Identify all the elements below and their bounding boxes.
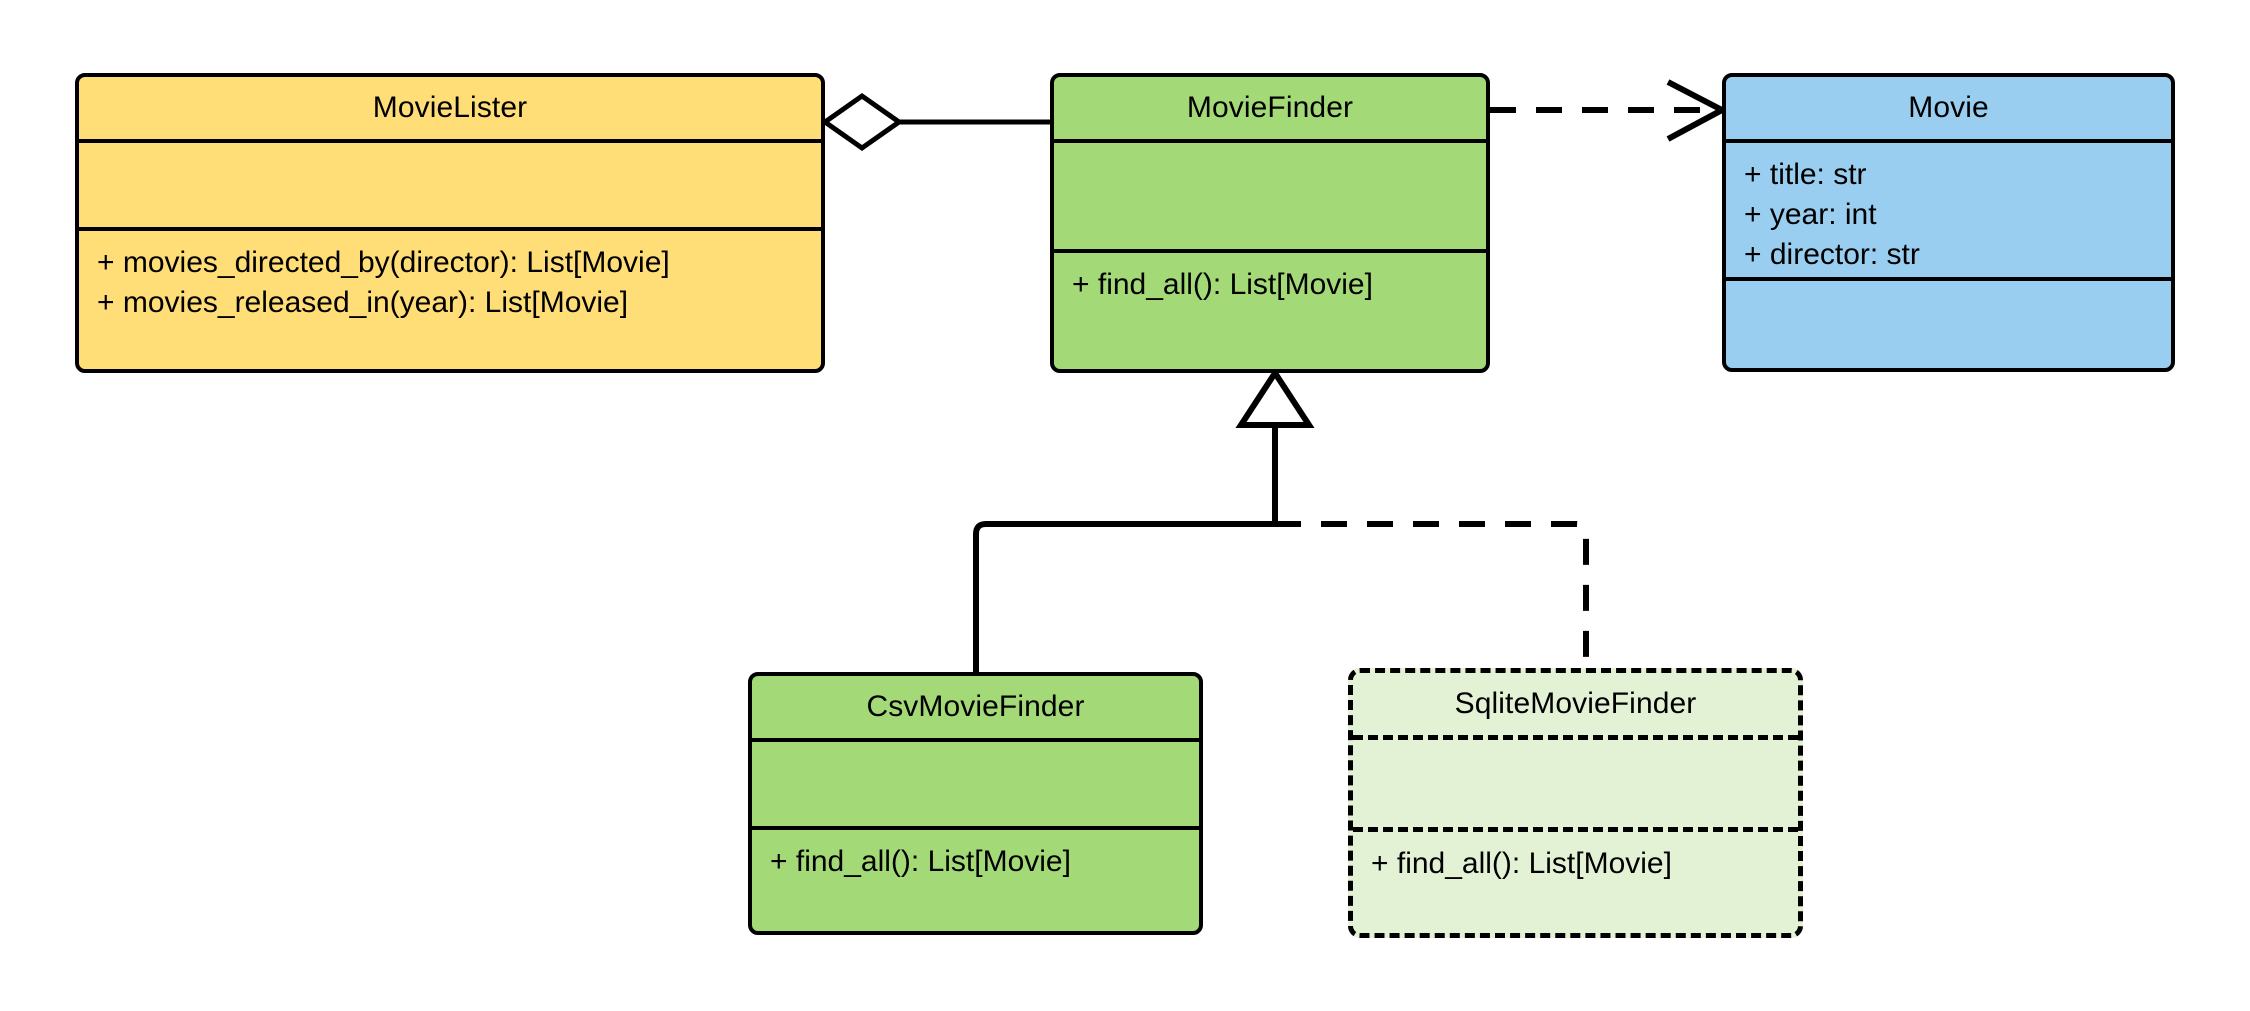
open-arrow-icon bbox=[1666, 79, 1729, 142]
attribute-item: + year: int bbox=[1744, 197, 1877, 231]
class-methods-movie bbox=[1726, 277, 2171, 368]
sqlite-branch-line bbox=[1275, 521, 1589, 668]
method-item: + find_all(): List[Movie] bbox=[1072, 268, 1373, 301]
edge-dependency-finder-movie bbox=[1490, 79, 1729, 142]
class-methods-movie-finder: + find_all(): List[Movie] bbox=[1054, 249, 1486, 369]
class-attributes-movie-lister bbox=[79, 139, 821, 227]
hollow-triangle-icon bbox=[1235, 367, 1315, 428]
edge-aggregation-lister-finder bbox=[820, 92, 1050, 152]
class-title-movie: Movie bbox=[1908, 91, 1989, 124]
csv-branch-line bbox=[973, 521, 1275, 672]
edge-realization-sqlite bbox=[1275, 521, 1589, 668]
class-methods-csv-movie-finder: + find_all(): List[Movie] bbox=[752, 826, 1199, 931]
class-box-movie-lister[interactable]: MovieLister + movies_directed_by(directo… bbox=[75, 73, 825, 373]
method-item: + find_all(): List[Movie] bbox=[770, 845, 1071, 878]
class-methods-sqlite-movie-finder: + find_all(): List[Movie] bbox=[1353, 827, 1798, 933]
class-methods-movie-lister: + movies_directed_by(director): List[Mov… bbox=[79, 227, 821, 369]
class-attributes-movie: + title: str + year: int + director: str bbox=[1726, 139, 2171, 277]
attribute-item: + title: str bbox=[1744, 158, 1867, 191]
class-title-sqlite-movie-finder: SqliteMovieFinder bbox=[1454, 687, 1697, 720]
edge-generalization-csv bbox=[973, 521, 1275, 672]
class-box-movie-finder[interactable]: MovieFinder + find_all(): List[Movie] bbox=[1050, 73, 1490, 373]
class-title-movie-lister: MovieLister bbox=[372, 91, 528, 124]
class-box-sqlite-movie-finder[interactable]: SqliteMovieFinder + find_all(): List[Mov… bbox=[1348, 668, 1803, 938]
class-box-csv-movie-finder[interactable]: CsvMovieFinder + find_all(): List[Movie] bbox=[748, 672, 1203, 935]
edge-generalization-stem bbox=[1235, 367, 1315, 524]
method-item: + movies_directed_by(director): List[Mov… bbox=[97, 246, 670, 279]
class-attributes-csv-movie-finder bbox=[752, 738, 1199, 826]
class-attributes-movie-finder bbox=[1054, 139, 1486, 249]
class-attributes-sqlite-movie-finder bbox=[1353, 735, 1798, 827]
method-item: + find_all(): List[Movie] bbox=[1371, 847, 1672, 880]
class-title-csv-movie-finder: CsvMovieFinder bbox=[866, 690, 1085, 723]
attribute-item: + director: str bbox=[1744, 237, 1920, 271]
class-title-movie-finder: MovieFinder bbox=[1186, 91, 1354, 124]
hollow-diamond-icon bbox=[820, 92, 904, 152]
method-item: + movies_released_in(year): List[Movie] bbox=[97, 285, 629, 319]
class-box-movie[interactable]: Movie + title: str + year: int + directo… bbox=[1722, 73, 2175, 372]
